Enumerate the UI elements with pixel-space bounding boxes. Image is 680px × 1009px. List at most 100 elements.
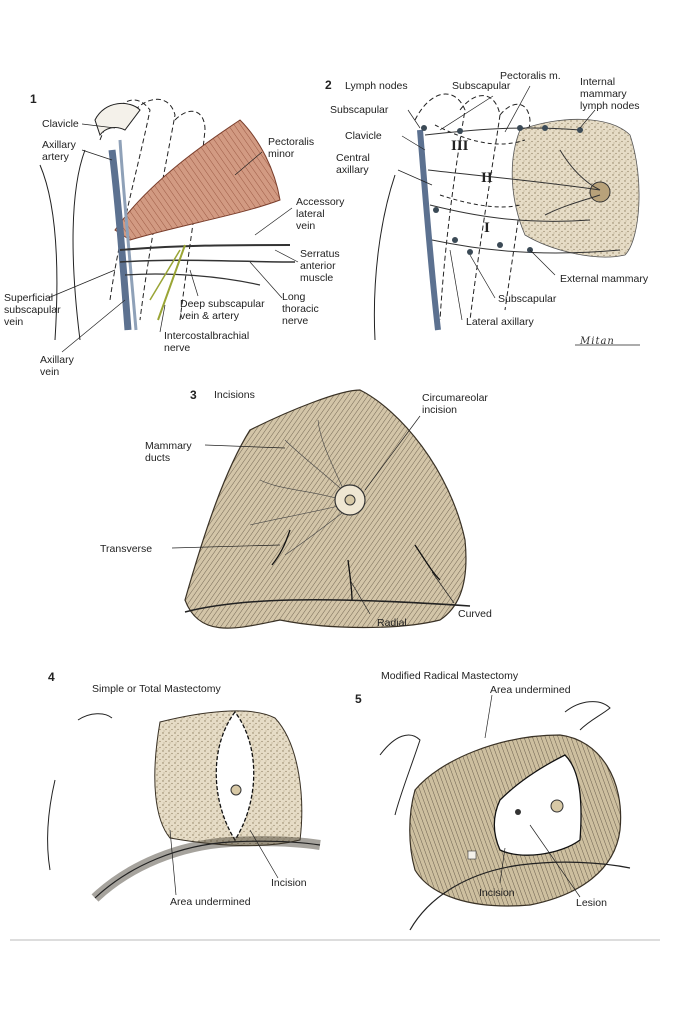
pectoralis-minor-muscle	[114, 119, 281, 241]
lymph-node	[517, 125, 523, 131]
level-boundary	[434, 124, 526, 145]
label-incision-5: Incision	[479, 887, 515, 899]
label-mammary-ducts: Mammary ducts	[145, 440, 192, 464]
lymphatic-vessel	[559, 149, 601, 191]
rib-outline	[499, 103, 531, 311]
lymph-node	[452, 237, 458, 243]
panel-4-drawing	[47, 710, 321, 902]
artist-signature: Mitan	[580, 336, 615, 347]
panel-2-number: 2	[325, 78, 332, 92]
level-boundary	[439, 194, 521, 208]
panel-5-title: Modified Radical Mastectomy	[381, 670, 519, 682]
nipple	[550, 799, 564, 813]
label-subscapular-left: Subscapular	[330, 104, 389, 116]
lymph-node	[542, 125, 548, 131]
label-area-undermined-5: Area undermined	[490, 684, 571, 696]
label-deep-subscapular: Deep subscapular vein & artery	[180, 298, 265, 322]
elliptical-incision	[215, 710, 255, 842]
nipple	[344, 494, 356, 506]
label-level-2: II	[481, 170, 493, 186]
panel-3-number: 3	[190, 388, 197, 402]
panel-5-number: 5	[355, 692, 362, 706]
label-long-thoracic-nerve: Long thoracic nerve	[282, 291, 319, 327]
label-subscapular-bottom: Subscapular	[498, 293, 557, 305]
panel-2-drawing	[373, 85, 640, 346]
panel-3-title: Incisions	[214, 389, 255, 401]
label-level-3: III	[451, 138, 469, 154]
mammary-duct	[317, 419, 346, 494]
panel-5-drawing	[379, 694, 631, 931]
label-incision-4: Incision	[271, 877, 307, 889]
lymph-node	[433, 207, 439, 213]
shoulder-contour	[77, 713, 113, 721]
label-superficial-subscapular: Superficial subscapular vein	[4, 292, 61, 328]
intercostobrachial-nerve	[157, 244, 186, 321]
nipple	[230, 784, 242, 796]
label-transverse: Transverse	[100, 543, 153, 555]
label-radial: Radial	[377, 617, 407, 629]
panel-1-number: 1	[30, 92, 37, 106]
lesion	[515, 809, 521, 815]
axillary-vein	[108, 149, 132, 331]
serratus-vessels	[119, 244, 291, 251]
rib-outline	[459, 95, 501, 321]
label-intercostobrachial: Intercostalbrachial nerve	[164, 330, 250, 354]
label-external-mammary: External mammary	[560, 273, 649, 285]
neck-contour	[47, 779, 56, 871]
transverse-incision	[271, 529, 291, 566]
torso-fold	[94, 840, 321, 899]
rib-outline	[414, 93, 466, 321]
torso-contour	[373, 174, 396, 341]
serratus-vessels	[124, 273, 261, 286]
label-clavicle: Clavicle	[42, 118, 79, 130]
panel-3-drawing	[171, 389, 471, 629]
breast-tissue	[511, 118, 640, 258]
torso-contour	[39, 164, 58, 341]
lymph-node	[467, 249, 473, 255]
torso-contour	[72, 149, 86, 341]
curved-incision	[414, 544, 441, 581]
lymphatic-vessel	[424, 127, 581, 136]
label-circumareolar: Circumareolar incision	[422, 392, 488, 416]
mammary-duct	[284, 439, 349, 496]
label-serratus-anterior: Serratus anterior muscle	[300, 248, 340, 284]
lymphatic-vessel	[544, 194, 601, 216]
lymph-node	[421, 125, 427, 131]
panel-4-number: 4	[48, 670, 55, 684]
mammary-duct	[249, 504, 344, 526]
label-axillary-artery: Axillary artery	[42, 139, 76, 163]
arm-contour	[379, 734, 421, 816]
label-clavicle-2: Clavicle	[345, 130, 382, 142]
label-curved: Curved	[458, 608, 492, 620]
lymphatic-vessel	[429, 204, 591, 222]
label-lymph-nodes: Lymph nodes	[345, 80, 408, 92]
lymphatic-vessel	[427, 169, 601, 191]
lymph-node	[577, 127, 583, 133]
intercostobrachial-nerve	[149, 249, 181, 301]
nipple	[589, 181, 611, 203]
serratus-vessels	[119, 259, 296, 263]
drain-marker	[467, 850, 477, 860]
label-subscapular-top: Subscapular	[452, 80, 511, 92]
rib-outline	[134, 98, 176, 321]
label-lesion: Lesion	[576, 897, 607, 909]
mammary-duct	[284, 509, 347, 556]
lymph-node	[497, 242, 503, 248]
label-lateral-axillary: Lateral axillary	[466, 316, 534, 328]
lymph-node	[457, 128, 463, 134]
axillary-artery	[118, 139, 138, 331]
label-accessory-lateral-vein: Accessory lateral vein	[296, 196, 345, 232]
label-internal-mammary: Internal mammary lymph nodes	[580, 76, 640, 112]
mammary-duct	[259, 479, 344, 501]
torso-fold	[409, 861, 631, 931]
label-pectoralis: Pectoralis m.	[500, 70, 561, 82]
label-axillary-vein: Axillary vein	[40, 354, 74, 378]
torso-fold	[91, 836, 321, 902]
axilla-fold	[564, 701, 611, 731]
clavicle-bone	[94, 102, 141, 137]
lymphatic-vessel	[431, 239, 621, 254]
axillary-vein	[417, 129, 441, 331]
incision-window	[493, 754, 582, 856]
